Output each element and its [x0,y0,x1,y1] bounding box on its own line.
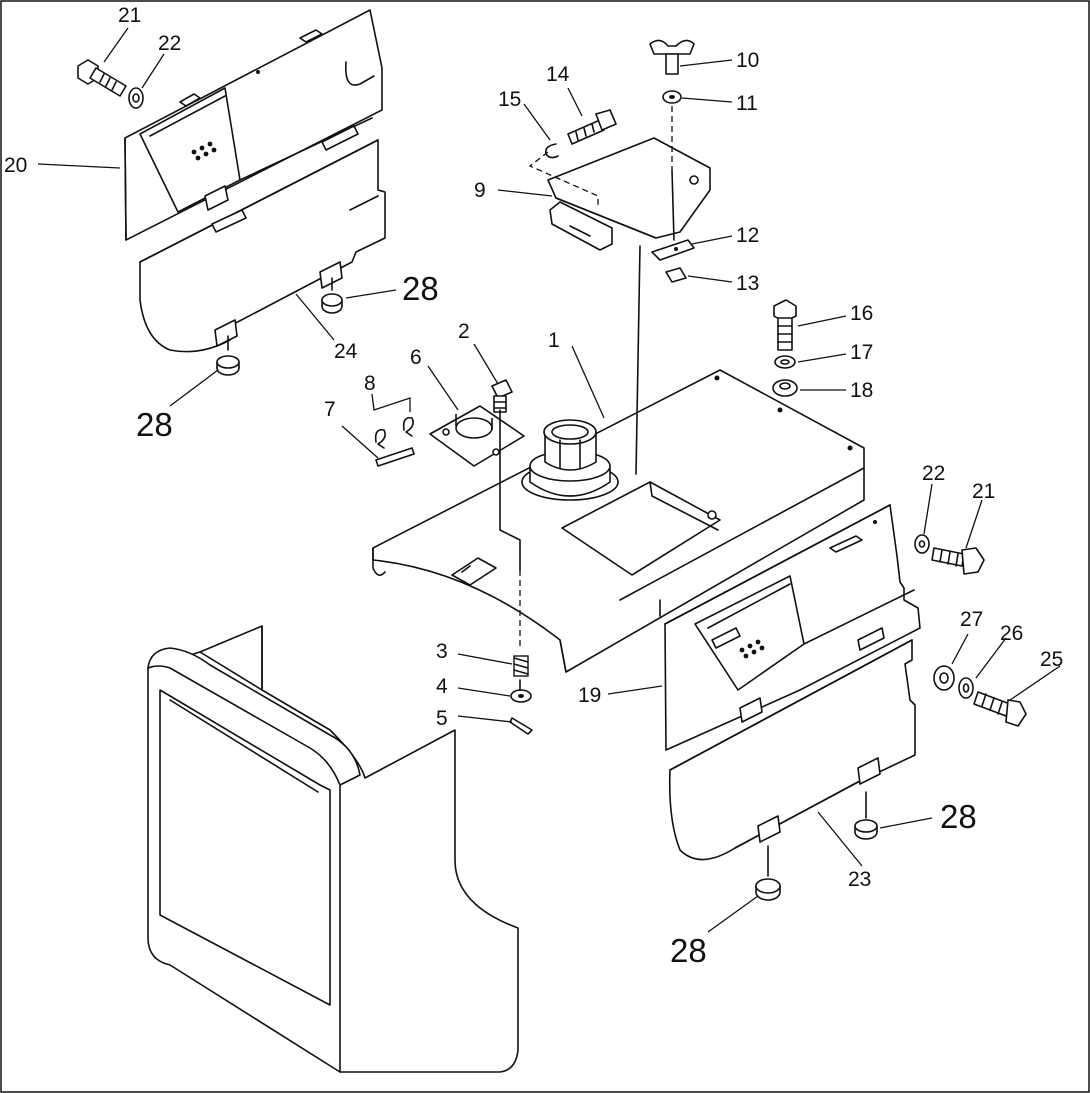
callout-7: 7 [324,398,336,421]
callout-28-upper-left: 28 [402,270,439,307]
pin-7 [375,447,415,467]
spacer-27 [933,665,955,691]
clip-12 [651,239,695,261]
leader-lines [37,27,1061,933]
callout-4: 4 [436,675,448,698]
nut-13 [665,267,687,283]
callout-9: 9 [474,179,486,202]
callout-19: 19 [578,684,601,707]
callout-12: 12 [736,224,759,247]
exhaust-duct [521,419,619,501]
callout-28-lower-right: 28 [670,932,707,969]
washer-22-left [128,87,144,109]
pin-5 [509,717,533,735]
callout-24: 24 [334,340,358,363]
right-lower-side-panel [668,639,916,861]
callout-5: 5 [436,707,448,730]
bolt-21-left [77,59,127,97]
left-upper-side-panel [124,9,383,241]
callout-2: 2 [458,320,470,343]
bolt-21-right [931,547,985,575]
callout-3: 3 [436,640,448,663]
grille-holes-left [191,141,217,161]
callout-20: 20 [4,154,27,177]
callout-13: 13 [736,272,759,295]
washer-4 [510,689,532,703]
callout-10: 10 [736,49,759,72]
washer-18 [772,379,798,397]
rubber-mount-28-upper-right [854,819,878,840]
callout-21-left: 21 [118,4,141,27]
clips-8 [374,416,414,449]
radiator-guard [147,625,519,1073]
bracket-6 [429,405,525,467]
callout-22-left: 22 [158,32,181,55]
assembly-lines [227,106,867,877]
callout-25: 25 [1040,648,1063,671]
rubber-mount-28-lower-right [755,878,781,901]
callout-14: 14 [546,63,570,86]
callout-23: 23 [848,868,871,891]
inspection-cover [547,137,711,251]
rubber-mount-28-upper-left [321,293,343,314]
callout-8: 8 [364,372,376,395]
spring-3 [513,655,529,677]
bolt-25 [973,691,1027,727]
callout-11: 11 [736,92,758,115]
callout-18: 18 [850,379,873,402]
callout-16: 16 [850,302,873,325]
top-cover [372,369,865,673]
callout-22-right: 22 [922,462,945,485]
callout-6: 6 [410,346,422,369]
wing-bolt-10 [649,39,695,75]
washer-17 [774,355,796,369]
callout-15: 15 [498,88,521,111]
snap-ring-15 [544,143,559,159]
callout-21-right: 21 [972,480,995,503]
right-upper-side-panel [664,504,921,751]
bolt-2 [491,379,513,413]
callout-17: 17 [850,341,873,364]
left-lower-side-panel [139,139,386,353]
washer-11 [662,90,682,104]
washer-26 [958,677,974,699]
callout-1: 1 [548,329,560,352]
callout-28-lower-left: 28 [136,406,173,443]
bolt-16 [773,299,797,351]
callout-26: 26 [1000,622,1023,645]
washer-22-right [914,534,930,554]
grille-holes-right [739,639,765,659]
callout-27: 27 [960,608,983,631]
rubber-mount-28-lower-left [216,355,240,376]
callout-28-upper-right: 28 [940,798,977,835]
callout-labels: 1 2 3 4 5 6 7 8 9 10 11 12 13 14 15 16 1… [4,4,1063,969]
bolt-14 [567,109,617,145]
